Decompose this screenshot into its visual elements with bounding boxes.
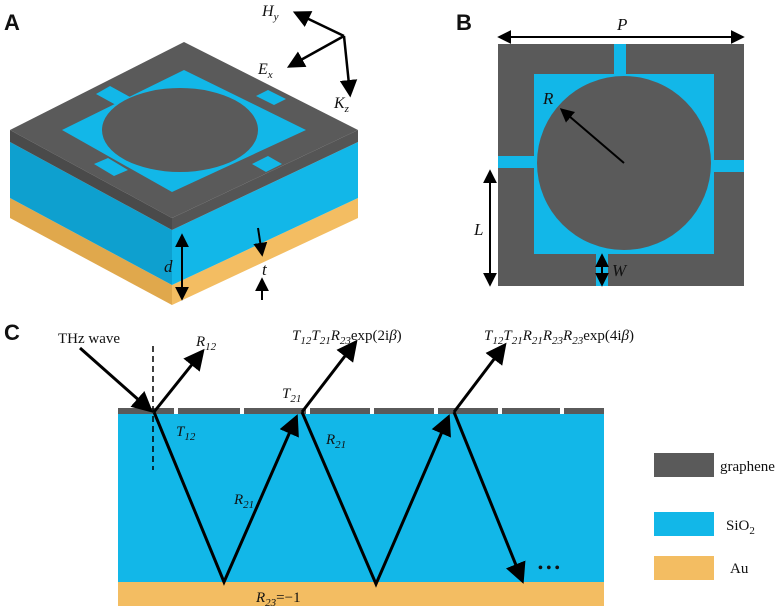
transmitted-ray-2 — [452, 342, 507, 413]
internal-ray-3 — [452, 411, 526, 584]
graphene-segment — [310, 408, 370, 414]
t12-label: T12 — [176, 424, 196, 443]
graphene-segment — [118, 408, 174, 414]
w-label: W — [612, 261, 628, 280]
legend-label-au: Au — [730, 561, 749, 577]
legend-label-sio2: SiO2 — [726, 518, 755, 537]
panel-label-c: C — [4, 320, 20, 345]
graphene-right-edge — [172, 130, 358, 230]
k-wave-arrow — [339, 35, 358, 98]
au-left-face — [10, 198, 172, 305]
t21-label: T21 — [282, 386, 301, 405]
legend-swatch-graphene — [654, 453, 714, 477]
expression-2i-beta: T12T21R23exp(2iβ) — [292, 328, 402, 347]
graphene-disk — [102, 88, 258, 172]
gap-strip-br — [252, 156, 282, 172]
legend-label-graphene: graphene — [720, 459, 775, 475]
transmitted-ray-1 — [300, 339, 358, 413]
graphene-segment — [178, 408, 240, 414]
r-radius-arrow — [559, 108, 625, 164]
sio2-layer — [118, 414, 604, 582]
panel-label-a: A — [4, 10, 20, 35]
t-arrow-top — [253, 227, 268, 257]
continuation-dots: • • • — [538, 561, 560, 576]
e-field-arrow — [286, 34, 345, 68]
gap-left — [498, 156, 534, 168]
gap-strip-bl — [94, 158, 128, 176]
thz-wave-label: THz wave — [58, 331, 120, 347]
gap-strip-tl — [96, 86, 130, 105]
h-field-arrow — [292, 11, 345, 38]
au-layer — [118, 582, 604, 606]
r21-label-lower: R21 — [233, 492, 254, 511]
incident-ray — [79, 346, 154, 413]
gap-strip-tr — [256, 90, 286, 105]
internal-ray-1 — [152, 411, 299, 586]
panel-label-b: B — [456, 10, 472, 35]
graphene-left-edge — [10, 130, 172, 230]
r12-label: R12 — [195, 334, 217, 353]
r23-label: R23=−1 — [255, 590, 301, 607]
e-label: Ex — [257, 61, 273, 81]
graphene-segment — [244, 408, 306, 414]
p-label: P — [616, 15, 627, 34]
l-label: L — [473, 220, 483, 239]
legend: graphene SiO2 Au — [654, 453, 775, 580]
r21-label-upper: R21 — [325, 432, 346, 451]
legend-swatch-au — [654, 556, 714, 580]
graphene-segment — [502, 408, 560, 414]
d-label: d — [164, 257, 173, 276]
sio2-right-face — [172, 142, 358, 285]
graphene-segment — [374, 408, 434, 414]
legend-swatch-sio2 — [654, 512, 714, 536]
sio2-left-face — [10, 142, 172, 285]
panel-a-unit-cell: d t Hy Ex Kz — [10, 3, 358, 305]
graphene-segment — [438, 408, 498, 414]
k-label: Kz — [333, 95, 350, 115]
reflected-ray-r12 — [152, 348, 205, 413]
internal-ray-2 — [300, 411, 451, 588]
gap-top — [614, 44, 626, 74]
t-label: t — [262, 260, 268, 279]
panel-b-top-view: R P L W — [473, 15, 745, 287]
panel-c-reflection: THz wave R12 T21 T12 R21 R21 R23=−1 T12T… — [58, 328, 634, 607]
gap-right — [714, 160, 744, 172]
h-label: Hy — [261, 3, 279, 23]
graphene-segment — [564, 408, 604, 414]
r-label: R — [542, 89, 554, 108]
expression-4i-beta: T12T21R21R23R23exp(4iβ) — [484, 328, 634, 347]
